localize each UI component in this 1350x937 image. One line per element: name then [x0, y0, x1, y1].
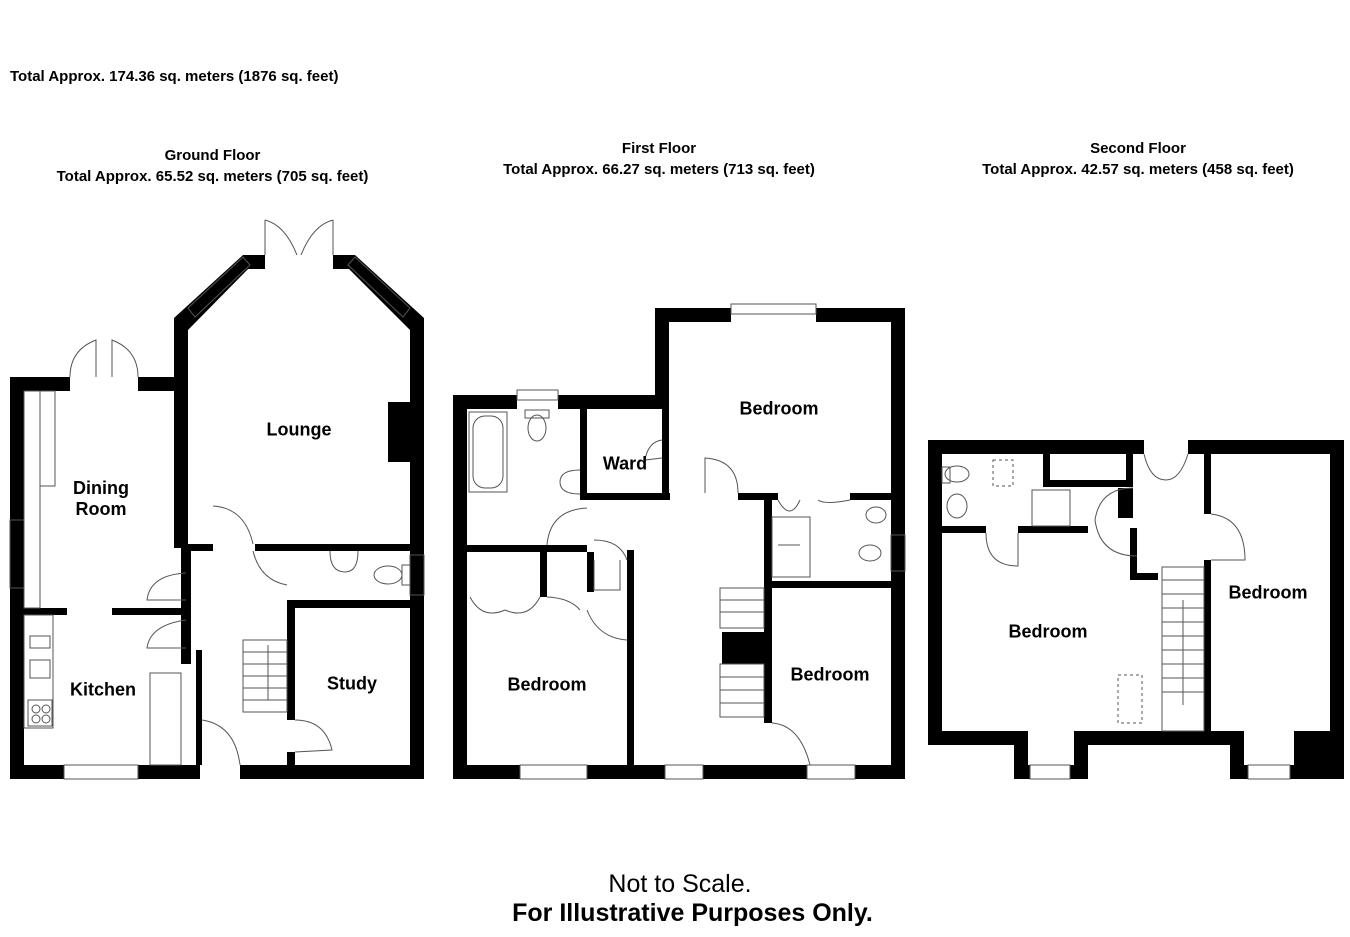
ground-floor-title: Ground Floor — [164, 147, 261, 164]
second-floor-heading: Second Floor Total Approx. 42.57 sq. met… — [963, 138, 1313, 180]
room-label-kitchen: Kitchen — [69, 679, 137, 700]
ground-floor-heading: Ground Floor Total Approx. 65.52 sq. met… — [40, 145, 385, 187]
room-label-bedroom: Bedroom — [1008, 621, 1088, 642]
first-floor-title: First Floor — [621, 140, 697, 157]
room-label-dining-line2: Room — [75, 499, 127, 519]
ground-floor-area: Total Approx. 65.52 sq. meters (705 sq. … — [56, 168, 369, 185]
fixtures-and-openings — [9, 219, 1291, 780]
ground-floor-walls — [10, 255, 424, 779]
total-area: Total Approx. 174.36 sq. meters (1876 sq… — [10, 68, 339, 85]
room-label-bedroom: Bedroom — [507, 674, 587, 695]
room-label-lounge: Lounge — [266, 419, 332, 440]
disclaimer-illustrative: For Illustrative Purposes Only. — [512, 899, 873, 927]
room-label-bedroom: Bedroom — [790, 664, 870, 685]
second-floor-area: Total Approx. 42.57 sq. meters (458 sq. … — [982, 161, 1294, 178]
room-label-bedroom: Bedroom — [739, 398, 819, 419]
room-label-study: Study — [326, 673, 378, 694]
first-floor-area: Total Approx. 66.27 sq. meters (713 sq. … — [503, 161, 815, 178]
second-floor-walls — [928, 440, 1344, 779]
room-label-bedroom: Bedroom — [1228, 582, 1308, 603]
first-floor-walls — [453, 308, 905, 779]
room-label-ward: Ward — [602, 453, 648, 474]
room-label-dining-room: Dining Room — [73, 478, 129, 520]
room-label-dining-line1: Dining — [73, 478, 129, 498]
disclaimer-scale: Not to Scale. — [608, 870, 752, 898]
first-floor-heading: First Floor Total Approx. 66.27 sq. mete… — [484, 138, 834, 180]
second-floor-title: Second Floor — [1090, 140, 1186, 157]
